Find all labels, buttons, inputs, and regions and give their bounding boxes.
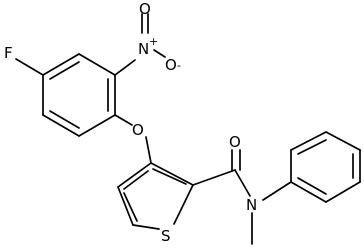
bond: [290, 181, 327, 203]
bond: [114, 59, 136, 76]
bond: [42, 114, 80, 137]
bond: [297, 139, 327, 155]
bond: [262, 181, 292, 201]
carbonyl-oxygen-label: O: [229, 133, 241, 151]
nitro-plus-charge: +: [149, 35, 158, 48]
bond: [123, 170, 149, 190]
thiophene-sulfur-label: S: [161, 227, 171, 245]
bond: [117, 162, 152, 188]
bond: [153, 49, 166, 58]
fluorine-label: F: [4, 44, 13, 62]
bond: [117, 186, 134, 226]
bond: [192, 169, 236, 186]
bond: [42, 53, 80, 76]
bond: [152, 168, 187, 185]
bond: [49, 110, 80, 129]
bond: [297, 177, 327, 195]
nitro-minus-charge: -: [177, 59, 181, 72]
nitro-nitrogen-label: N: [138, 40, 149, 58]
bond: [173, 184, 194, 225]
nitro-oxygen-top-label: O: [139, 0, 151, 18]
atom-labels: F N + O O - O O N S: [4, 0, 257, 245]
bond: [78, 114, 116, 137]
bond: [132, 224, 160, 230]
bond: [325, 181, 361, 203]
bond: [114, 114, 133, 126]
bond: [145, 136, 152, 164]
bond: [49, 61, 80, 80]
bond: [325, 131, 361, 151]
bond: [78, 53, 116, 76]
bonds: [15, 13, 361, 245]
bond: [150, 162, 194, 186]
bond: [290, 131, 327, 151]
nitro-oxygen-right-label: O: [165, 56, 177, 74]
ether-oxygen-label: O: [132, 121, 144, 139]
bond: [123, 192, 138, 222]
amide-nitrogen-label: N: [246, 196, 257, 214]
bond: [15, 58, 44, 76]
bond: [234, 169, 251, 197]
